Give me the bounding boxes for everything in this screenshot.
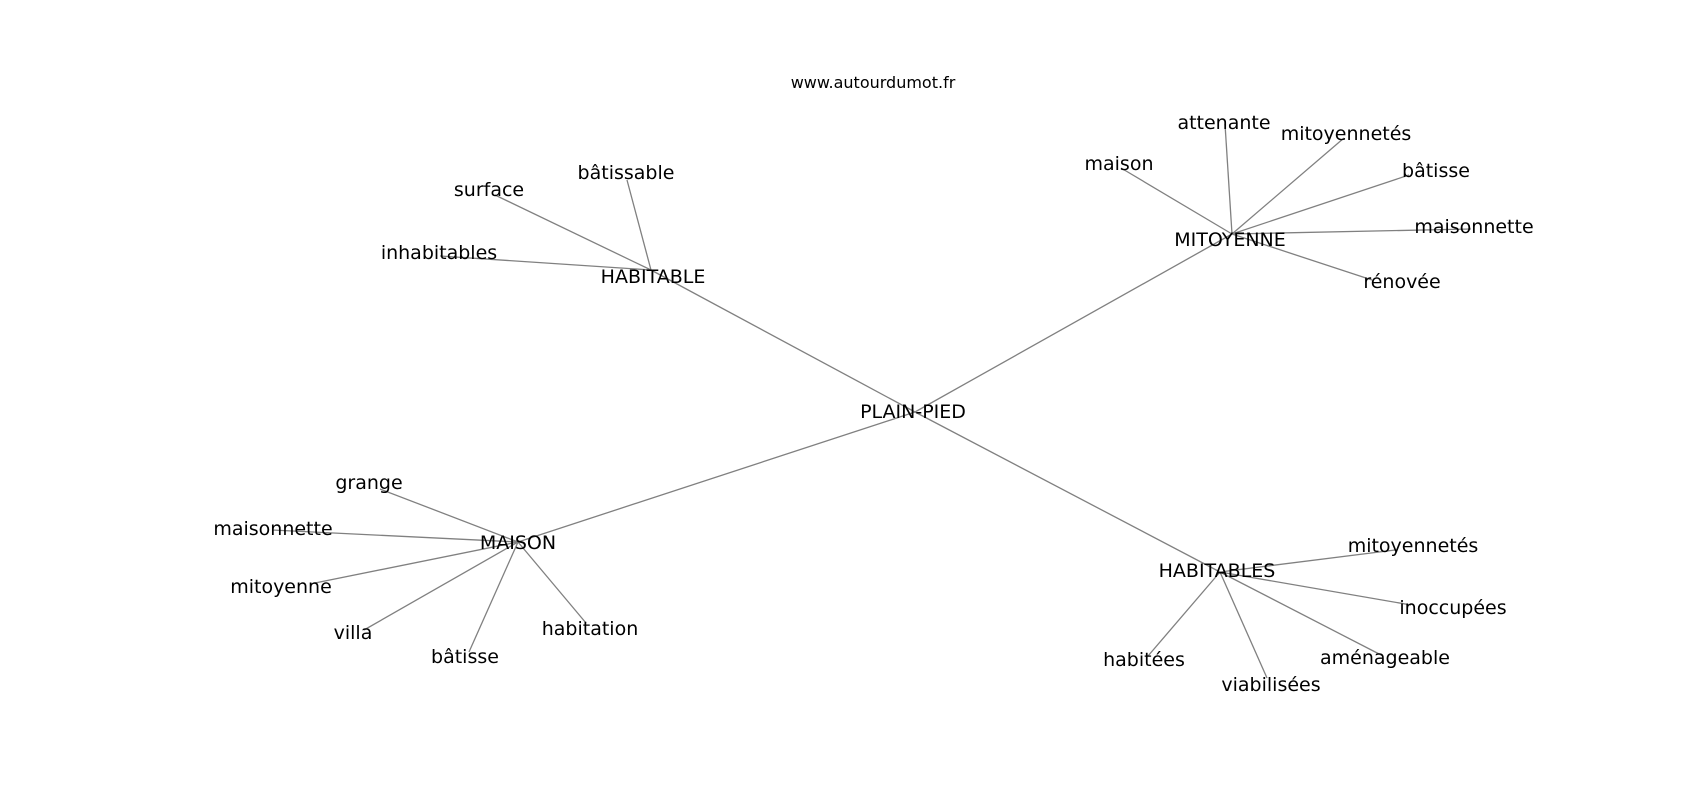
leaf-node-habitable-inhabitables: inhabitables xyxy=(381,242,497,264)
leaf-node-maison-habitation: habitation xyxy=(542,618,639,640)
leaf-node-mitoyenne-renovee: rénovée xyxy=(1363,271,1440,293)
edge-habitables-habitees xyxy=(1147,571,1221,657)
leaf-node-habitable-batissable: bâtissable xyxy=(578,162,675,184)
leaf-node-habitables-habitees: habitées xyxy=(1103,649,1185,671)
leaf-node-maison-batisse: bâtisse xyxy=(431,646,499,668)
edge-maison-villa xyxy=(363,541,519,631)
edge-mitoyenne-maison xyxy=(1120,167,1233,235)
leaf-node-mitoyenne-attenante: attenante xyxy=(1177,112,1270,134)
edge-maison-maisonnette xyxy=(271,529,519,543)
leaf-node-maison-maisonnette: maisonnette xyxy=(213,518,332,540)
leaf-node-habitables-mitoyennetes: mitoyennetés xyxy=(1348,535,1479,557)
edge-root-habitable xyxy=(650,269,916,413)
edge-mitoyenne-renovee xyxy=(1231,233,1373,281)
edge-habitable-batissable xyxy=(626,179,652,271)
leaf-node-habitables-inoccupees: inoccupées xyxy=(1399,597,1506,619)
edge-maison-grange xyxy=(379,488,519,543)
edge-maison-batisse xyxy=(468,541,519,653)
leaf-node-maison-grange: grange xyxy=(335,472,402,494)
edge-mitoyenne-maisonnette xyxy=(1231,228,1472,235)
edge-habitable-inhabitables xyxy=(439,255,652,271)
leaf-node-habitables-amenageable: aménageable xyxy=(1320,647,1450,669)
leaf-node-habitable-surface: surface xyxy=(454,179,524,201)
edge-root-habitables xyxy=(914,411,1221,573)
leaf-node-mitoyenne-batisse: bâtisse xyxy=(1402,160,1470,182)
hub-node-maison: MAISON xyxy=(480,532,556,554)
leaf-node-mitoyenne-maison: maison xyxy=(1085,153,1154,175)
graph-labels: PLAIN-PIED HABITABLE bâtissable surface inha… xyxy=(213,112,1533,696)
leaf-node-maison-villa: villa xyxy=(334,622,373,644)
edge-mitoyenne-mitoyennetes xyxy=(1231,137,1345,235)
leaf-node-mitoyenne-mitoyennetes: mitoyennetés xyxy=(1281,123,1412,145)
leaf-node-maison-mitoyenne: mitoyenne xyxy=(230,576,332,598)
root-node-label: PLAIN-PIED xyxy=(860,401,966,423)
edge-root-maison xyxy=(517,411,916,543)
leaf-node-mitoyenne-maisonnette: maisonnette xyxy=(1414,216,1533,238)
edge-habitables-viabilisees xyxy=(1219,571,1268,679)
graph-edges xyxy=(271,123,1472,679)
edge-root-mitoyenne xyxy=(914,233,1233,413)
leaf-node-habitables-viabilisees: viabilisées xyxy=(1221,674,1320,696)
edge-habitables-amenageable xyxy=(1219,571,1384,657)
edge-habitable-surface xyxy=(494,194,652,271)
edge-habitables-inoccupees xyxy=(1219,571,1412,606)
hub-node-mitoyenne: MITOYENNE xyxy=(1174,229,1286,251)
source-url: www.autourdumot.fr xyxy=(791,73,956,92)
hub-node-habitable: HABITABLE xyxy=(601,266,706,288)
edge-habitables-mitoyennetes xyxy=(1219,549,1396,573)
edge-maison-mitoyenne xyxy=(309,541,519,585)
edge-mitoyenne-batisse xyxy=(1231,174,1410,235)
hub-node-habitables: HABITABLES xyxy=(1159,560,1276,582)
edge-maison-habitation xyxy=(517,541,587,624)
edge-mitoyenne-attenante xyxy=(1224,123,1233,235)
